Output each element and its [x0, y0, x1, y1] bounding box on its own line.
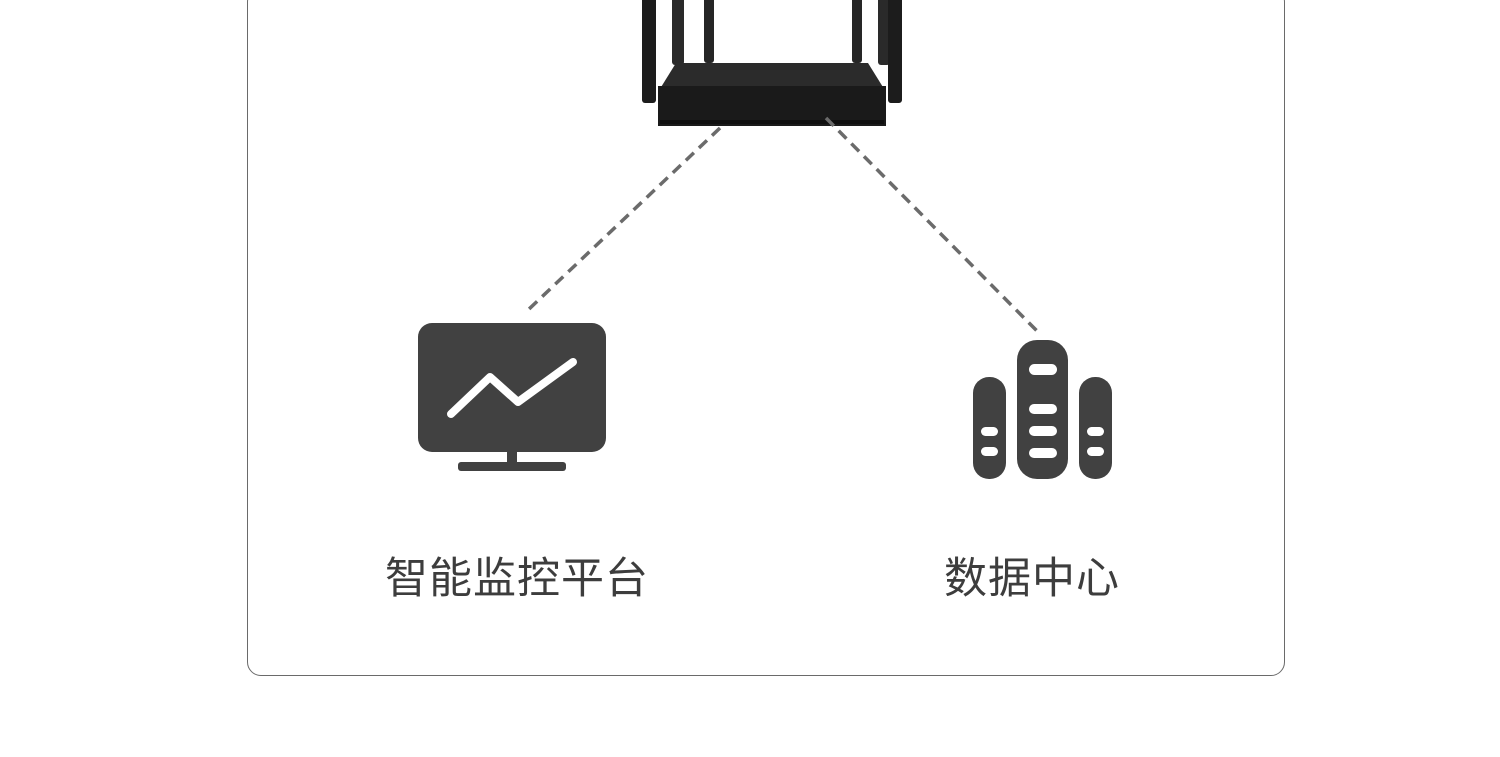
monitor-stand [458, 462, 566, 471]
monitor-screen [418, 323, 606, 452]
router-antenna [672, 0, 684, 65]
monitor-platform-label: 智能监控平台 [385, 558, 649, 601]
monitor-neck [507, 450, 517, 463]
router-antenna [642, 0, 656, 103]
server-slot [981, 427, 998, 436]
server-slot [1029, 364, 1057, 375]
router-antenna [704, 0, 714, 63]
server-slot [1029, 426, 1057, 436]
server-slot [1087, 427, 1104, 436]
connector-router-monitor [528, 128, 720, 310]
connector-router-datacenter [826, 118, 1040, 334]
server-slot [1029, 448, 1057, 458]
router-icon [642, 0, 902, 126]
router-antenna [888, 0, 902, 103]
server-rack-icon [973, 340, 1112, 479]
datacenter-label: 数据中心 [944, 558, 1120, 601]
server-slot [1029, 404, 1057, 414]
monitor-chart-icon [418, 323, 606, 471]
router-base [660, 120, 884, 124]
server-slot [981, 447, 998, 456]
router-antenna [852, 0, 862, 63]
server-slot [1087, 447, 1104, 456]
